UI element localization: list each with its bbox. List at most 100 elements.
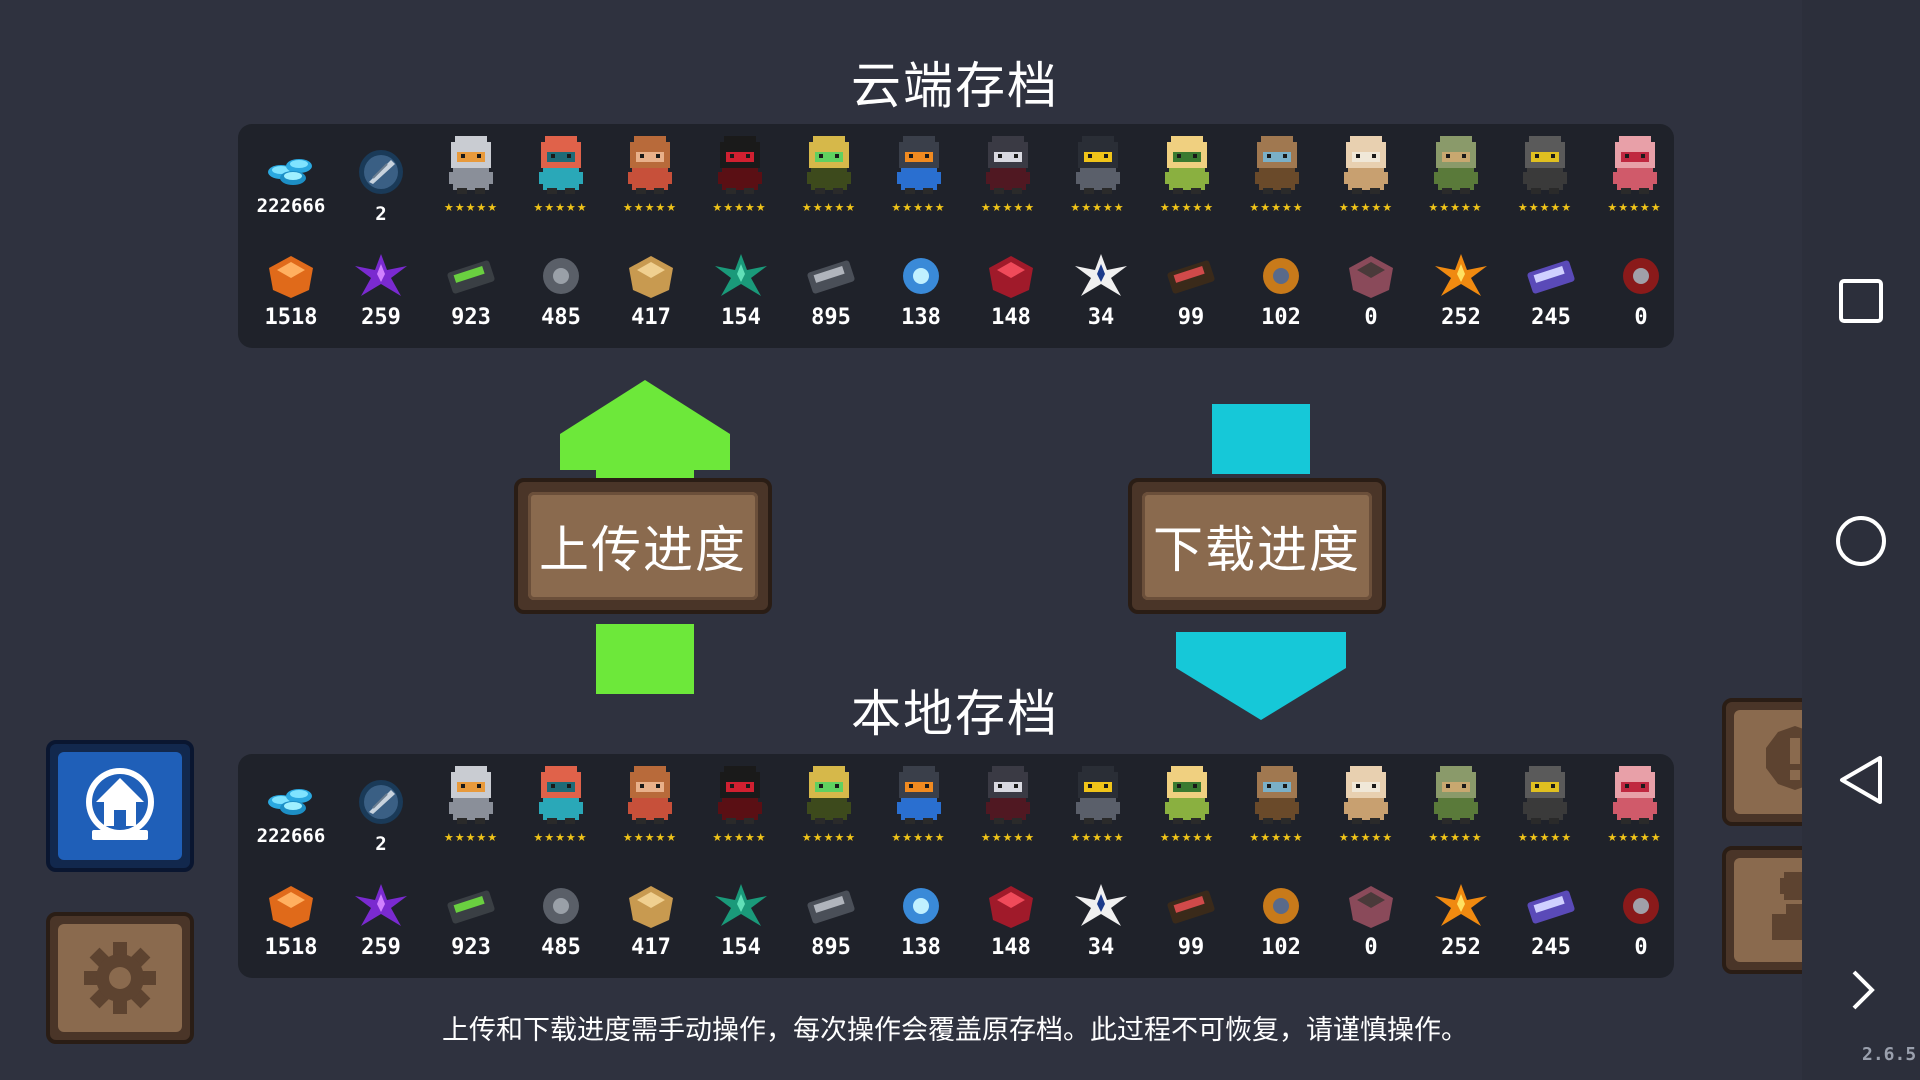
version-label: 2.6.5 [1862,1044,1917,1065]
material-count: 148 [991,305,1031,330]
material-wood-plank-icon [629,256,673,298]
material-battery-icon [447,890,495,924]
hero-engineer: ★★★★★ [876,762,962,862]
material-statue: 0 [1328,252,1414,352]
hero-paladin-icon [1075,136,1120,194]
gems-cell: 222666 [248,148,334,248]
hero-wizard: ★★★★★ [607,132,693,232]
material-count: 99 [1177,935,1205,960]
chilly-room-button[interactable] [46,740,194,872]
hero-robot: ★★★★★ [1502,132,1588,232]
material-count: 1518 [264,305,318,330]
hero-engineer-icon [896,766,941,824]
hero-stars: ★★★★★ [980,201,1036,214]
material-crystal-cyan: 138 [878,882,964,982]
hero-stars: ★★★★★ [801,831,857,844]
material-star-gold-icon [1435,884,1487,926]
hero-elf-icon [1165,136,1209,194]
hero-knight-icon [449,136,493,194]
material-count: 923 [451,305,491,330]
material-statue-icon [1349,256,1393,298]
upload-progress-button[interactable]: 上传进度 [514,478,772,614]
download-arrow-icon [1176,404,1346,720]
material-count: 417 [631,935,671,960]
chilly-room-logo-icon [86,768,154,840]
material-circuit-board: 34 [1058,252,1144,352]
material-crystal-purple: 259 [338,252,424,352]
material-crystal-cyan: 138 [878,252,964,352]
material-gear-icon [543,258,579,294]
hero-vampire-icon [986,136,1030,194]
hero-priest-icon [1344,136,1388,194]
hero-stars: ★★★★★ [712,201,767,214]
material-count: 259 [361,305,401,330]
hero-knight: ★★★★★ [428,762,514,862]
material-count: 154 [721,305,761,330]
settings-gear-icon [84,942,156,1014]
material-crystal-violet: 245 [1508,252,1594,352]
material-red-device: 0 [1598,882,1684,982]
tickets-cell: 2 [338,778,424,878]
hero-alchemist: ★★★★★ [786,132,872,232]
material-count: 923 [451,935,491,960]
download-progress-button[interactable]: 下载进度 [1128,478,1386,614]
hero-engineer: ★★★★★ [876,132,962,232]
material-red-device-icon [1623,888,1659,924]
hero-alchemist-icon [807,766,851,824]
hero-berserker: ★★★★★ [1592,132,1678,232]
hero-stars: ★★★★★ [1517,201,1573,214]
material-crystal-violet-icon [1527,890,1575,924]
circle-icon[interactable] [1834,514,1888,568]
hero-berserker-icon [1612,136,1657,194]
hero-stars: ★★★★★ [1159,831,1215,844]
material-star-gold: 252 [1418,252,1504,352]
material-count: 148 [991,935,1031,960]
material-stone-ore: 895 [788,252,874,352]
hero-druid-icon [1433,766,1478,824]
material-circuit-board-icon [1075,884,1127,926]
material-count: 895 [811,305,851,330]
material-crystal-purple: 259 [338,882,424,982]
material-count: 252 [1441,305,1481,330]
hero-stars: ★★★★★ [891,201,946,214]
tickets-count: 2 [375,833,387,855]
material-count: 0 [1634,305,1648,330]
hero-engineer-icon [896,136,941,194]
hero-stars: ★★★★★ [443,201,499,214]
material-crystal-red-icon [989,886,1033,928]
material-count: 0 [1364,305,1378,330]
material-count: 485 [541,305,581,330]
material-red-device: 0 [1598,252,1684,352]
hero-paladin: ★★★★★ [1055,762,1141,862]
hero-stars: ★★★★★ [1070,831,1125,844]
material-count: 245 [1531,305,1571,330]
forward-chevron-icon[interactable] [1848,968,1878,1012]
material-wrench: 99 [1148,252,1234,352]
hero-elf-icon [1165,766,1209,824]
material-stone-ore-icon [807,260,855,294]
settings-button[interactable] [46,912,194,1044]
square-icon[interactable] [1838,278,1884,324]
hero-robot: ★★★★★ [1502,762,1588,862]
material-battery-icon [447,260,495,294]
gems-cell: 222666 [248,778,334,878]
hero-stars: ★★★★★ [533,831,588,844]
hero-stars: ★★★★★ [1070,201,1125,214]
material-crystal-teal: 154 [698,882,784,982]
hero-werewolf-icon [1254,766,1299,824]
material-star-gold: 252 [1418,882,1504,982]
material-ore-orange: 1518 [248,252,334,352]
hero-stars: ★★★★★ [533,201,588,214]
material-crystal-violet: 245 [1508,882,1594,982]
local-save-panel: 222666 2 ★★★★★ ★★★★★ ★★★★★ ★★★★★ ★★★★★ ★★★★★ ★… [238,754,1674,978]
back-triangle-icon[interactable] [1836,754,1886,806]
hero-stars: ★★★★★ [1338,831,1394,844]
hero-stars: ★★★★★ [1338,201,1394,214]
material-count: 259 [361,935,401,960]
hero-werewolf: ★★★★★ [1234,762,1320,862]
material-count: 417 [631,305,671,330]
material-count: 1518 [264,935,318,960]
material-crystal-purple-icon [355,254,407,296]
material-wrench-icon [1167,890,1215,924]
